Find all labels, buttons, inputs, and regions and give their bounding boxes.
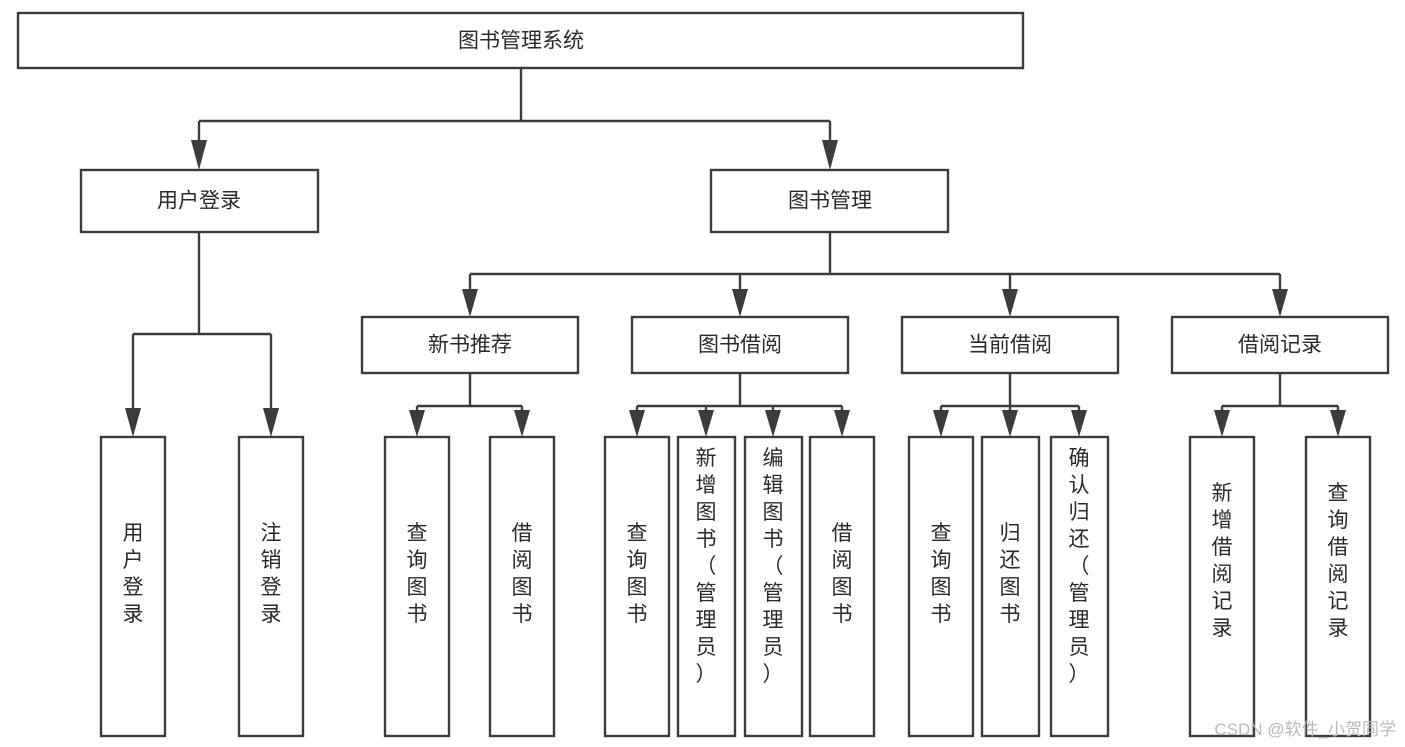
csdn-watermark: CSDN @软件_小贺同学 bbox=[1214, 720, 1396, 739]
arrowhead-leaf-logout-login bbox=[263, 408, 279, 437]
node-leaf-borrow-book-1-label: 借阅图书 bbox=[512, 522, 533, 626]
node-borrow-record-label: 借阅记录 bbox=[1238, 334, 1322, 357]
node-leaf-borrow-book-2[interactable]: 借阅图书 bbox=[808, 435, 876, 738]
node-current-borrow-box[interactable] bbox=[900, 315, 1120, 375]
node-root[interactable]: 图书管理系统 bbox=[16, 11, 1025, 70]
node-leaf-query-book-1[interactable]: 查询图书 bbox=[383, 435, 451, 738]
node-leaf-logout-login-label: 注销登录 bbox=[261, 522, 282, 626]
arrowhead-leaf-return-book bbox=[1002, 410, 1018, 437]
node-current-borrow[interactable]: 当前借阅 bbox=[900, 315, 1120, 375]
node-new-book-recommend-label: 新书推荐 bbox=[428, 334, 512, 357]
node-book-borrow-label: 图书借阅 bbox=[698, 334, 782, 357]
node-leaf-return-book[interactable]: 归还图书 bbox=[980, 435, 1041, 738]
arrowhead-leaf-add-book bbox=[698, 410, 714, 437]
connector-layer bbox=[125, 68, 1346, 437]
node-borrow-record-box[interactable] bbox=[1170, 315, 1390, 375]
arrowhead-book-borrow bbox=[732, 289, 748, 317]
node-leaf-logout-login[interactable]: 注销登录 bbox=[237, 435, 305, 738]
node-leaf-add-book[interactable]: 新增图书（管理员） bbox=[676, 435, 737, 738]
arrowhead-user-login bbox=[191, 140, 207, 170]
node-new-book-recommend-box[interactable] bbox=[360, 315, 580, 375]
arrowhead-leaf-borrow-book-2 bbox=[834, 410, 850, 437]
node-leaf-add-book-box[interactable] bbox=[676, 435, 737, 738]
arrowhead-book-manage bbox=[822, 140, 838, 170]
node-leaf-query-record-label: 查询借阅记录 bbox=[1328, 482, 1349, 640]
node-leaf-add-book-label: 新增图书（管理员） bbox=[696, 447, 717, 686]
arrowhead-leaf-add-record bbox=[1214, 410, 1230, 437]
node-leaf-borrow-book-2-label: 借阅图书 bbox=[832, 522, 853, 626]
node-book-manage[interactable]: 图书管理 bbox=[709, 168, 950, 234]
node-leaf-return-book-box[interactable] bbox=[980, 435, 1041, 738]
node-leaf-query-book-3-label: 查询图书 bbox=[931, 522, 952, 626]
node-leaf-confirm-return[interactable]: 确认归还（管理员） bbox=[1049, 435, 1110, 738]
node-user-login-label: 用户登录 bbox=[157, 190, 241, 213]
arrowhead-new-book-recommend bbox=[462, 289, 478, 317]
node-book-borrow[interactable]: 图书借阅 bbox=[630, 315, 850, 375]
node-leaf-query-book-2-box[interactable] bbox=[603, 435, 671, 738]
node-leaf-query-book-3-box[interactable] bbox=[907, 435, 975, 738]
node-root-box[interactable] bbox=[16, 11, 1025, 70]
node-leaf-query-book-1-label: 查询图书 bbox=[407, 522, 428, 626]
node-leaf-user-login-label: 用户登录 bbox=[123, 522, 144, 626]
node-leaf-query-record[interactable]: 查询借阅记录 bbox=[1304, 435, 1372, 738]
node-leaf-edit-book-label: 编辑图书（管理员） bbox=[763, 447, 784, 686]
node-leaf-confirm-return-label: 确认归还（管理员） bbox=[1069, 447, 1090, 686]
node-leaf-edit-book-box[interactable] bbox=[743, 435, 804, 738]
arrowhead-leaf-query-book-1 bbox=[409, 410, 425, 437]
arrowhead-leaf-query-book-3 bbox=[933, 410, 949, 437]
node-leaf-query-book-1-box[interactable] bbox=[383, 435, 451, 738]
arrowhead-leaf-query-book-2 bbox=[629, 410, 645, 437]
node-leaf-borrow-book-1[interactable]: 借阅图书 bbox=[488, 435, 556, 738]
node-leaf-user-login[interactable]: 用户登录 bbox=[99, 435, 167, 738]
node-leaf-edit-book[interactable]: 编辑图书（管理员） bbox=[743, 435, 804, 738]
node-book-manage-label: 图书管理 bbox=[788, 190, 872, 213]
node-user-login[interactable]: 用户登录 bbox=[79, 168, 320, 234]
node-leaf-query-book-2[interactable]: 查询图书 bbox=[603, 435, 671, 738]
node-leaf-query-book-3[interactable]: 查询图书 bbox=[907, 435, 975, 738]
arrowhead-borrow-record bbox=[1272, 289, 1288, 317]
node-user-login-box[interactable] bbox=[79, 168, 320, 234]
node-borrow-record[interactable]: 借阅记录 bbox=[1170, 315, 1390, 375]
node-leaf-query-book-2-label: 查询图书 bbox=[627, 522, 648, 626]
node-leaf-add-record-label: 新增借阅记录 bbox=[1212, 482, 1233, 640]
node-leaf-add-record[interactable]: 新增借阅记录 bbox=[1188, 435, 1256, 738]
node-leaf-user-login-box[interactable] bbox=[99, 435, 167, 738]
node-root-label: 图书管理系统 bbox=[458, 30, 584, 53]
node-new-book-recommend[interactable]: 新书推荐 bbox=[360, 315, 580, 375]
arrowhead-leaf-borrow-book-1 bbox=[514, 410, 530, 437]
node-leaf-return-book-label: 归还图书 bbox=[1000, 522, 1021, 626]
node-leaf-add-record-box[interactable] bbox=[1188, 435, 1256, 738]
arrowhead-current-borrow bbox=[1002, 289, 1018, 317]
node-leaf-query-record-box[interactable] bbox=[1304, 435, 1372, 738]
node-book-manage-box[interactable] bbox=[709, 168, 950, 234]
node-book-borrow-box[interactable] bbox=[630, 315, 850, 375]
arrowhead-leaf-confirm-return bbox=[1071, 410, 1087, 437]
node-current-borrow-label: 当前借阅 bbox=[968, 334, 1052, 357]
node-leaf-borrow-book-1-box[interactable] bbox=[488, 435, 556, 738]
node-leaf-confirm-return-box[interactable] bbox=[1049, 435, 1110, 738]
node-leaf-logout-login-box[interactable] bbox=[237, 435, 305, 738]
arrowhead-leaf-edit-book bbox=[765, 410, 781, 437]
arrowhead-leaf-user-login bbox=[125, 408, 141, 437]
arrowhead-leaf-query-record bbox=[1330, 410, 1346, 437]
node-leaf-borrow-book-2-box[interactable] bbox=[808, 435, 876, 738]
